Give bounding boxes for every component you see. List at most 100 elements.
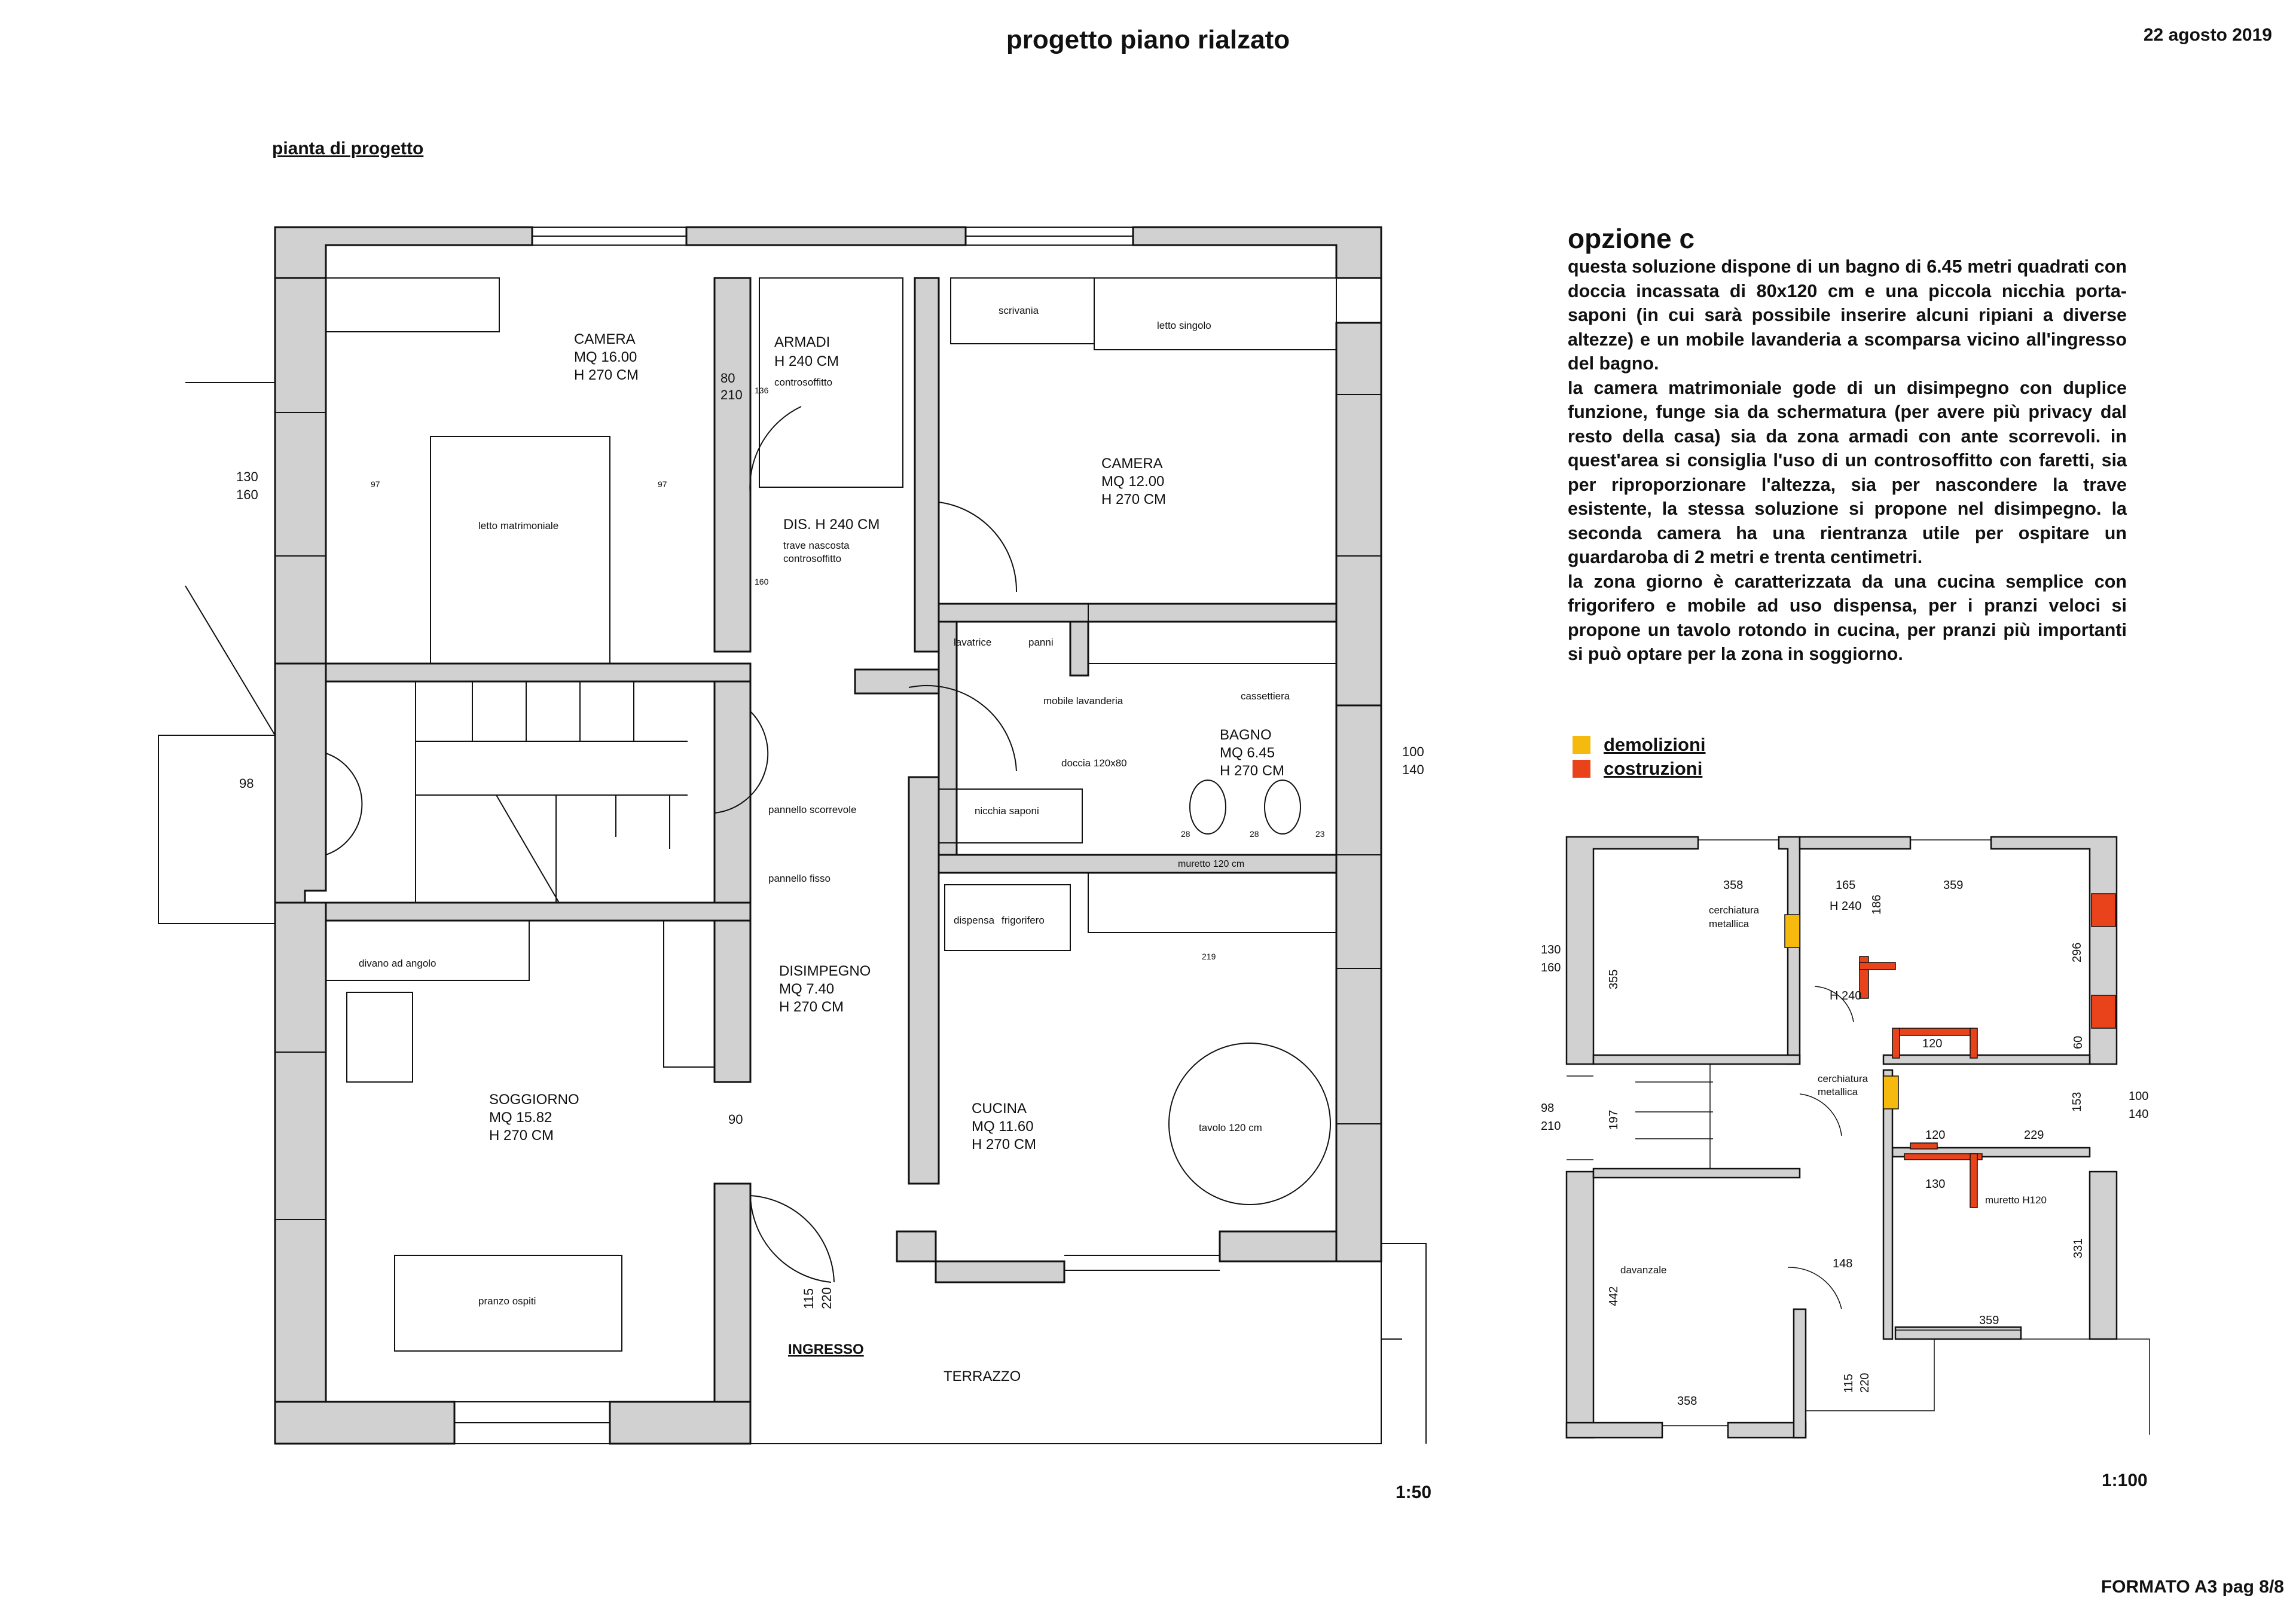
- room-label: CAMERA: [574, 331, 636, 347]
- room-label: MQ 11.60: [972, 1118, 1034, 1135]
- dimension: 359: [1979, 1314, 1999, 1327]
- room-label: H 270 CM: [489, 1127, 554, 1144]
- dimension: 165: [1836, 879, 1855, 892]
- page-title: progetto piano rialzato: [1006, 25, 1290, 54]
- option-title: opzione c: [1568, 223, 1695, 254]
- room-label: MQ 16.00: [574, 349, 637, 365]
- furniture-label: tavolo 120 cm: [1199, 1122, 1262, 1133]
- room-label: DIS. H 240 CM: [783, 516, 880, 533]
- legend-demolizioni: demolizioni: [1573, 734, 1706, 756]
- dimension: 186: [1870, 895, 1883, 915]
- option-paragraph: la camera matrimoniale gode di un disimp…: [1568, 377, 2127, 568]
- scale-small: 1:100: [2102, 1471, 2148, 1490]
- note-label: metallica: [1818, 1086, 1858, 1098]
- option-description: questa soluzione dispone di un bagno di …: [1568, 255, 2127, 667]
- dimension: 160: [1541, 961, 1561, 974]
- legend-costruzioni: costruzioni: [1573, 758, 1702, 780]
- legend-swatch: [1573, 760, 1590, 778]
- dimension: 220: [819, 1287, 834, 1309]
- dimension: 136: [755, 386, 769, 395]
- note-label: cerchiatura: [1709, 904, 1760, 916]
- furniture-label: pannello fisso: [768, 873, 831, 884]
- height-label: H 240: [1830, 900, 1861, 913]
- dimension: 359: [1943, 879, 1963, 892]
- dimension: 442: [1607, 1286, 1620, 1306]
- dimension: 160: [236, 487, 258, 502]
- footer-label: FORMATO A3 pag 8/8: [2100, 1577, 2284, 1597]
- scale-main: 1:50: [1396, 1483, 1432, 1502]
- dimension: 160: [755, 577, 769, 586]
- room-label: MQ 7.40: [779, 981, 834, 997]
- furniture-label: letto singolo: [1157, 320, 1211, 331]
- entrance-label: INGRESSO: [788, 1341, 864, 1358]
- dimension: 115: [801, 1288, 816, 1309]
- dimension: 210: [720, 387, 743, 402]
- room-label: CAMERA: [1101, 456, 1163, 472]
- room-label: MQ 6.45: [1220, 745, 1275, 761]
- dimension: 60: [2072, 1036, 2085, 1049]
- room-label: H 270 CM: [972, 1136, 1036, 1153]
- dimension: 229: [2024, 1129, 2044, 1142]
- dimension: 153: [2071, 1092, 2084, 1112]
- plan-subtitle: pianta di progetto: [272, 139, 424, 158]
- furniture-label: divano ad angolo: [359, 958, 436, 969]
- dimension: 23: [1315, 829, 1325, 839]
- dimension: 98: [239, 776, 254, 791]
- dimension: 80: [720, 371, 735, 386]
- legend-label: demolizioni: [1604, 734, 1706, 755]
- furniture-label: scrivania: [999, 305, 1039, 316]
- date-label: 22 agosto 2019: [2143, 25, 2272, 45]
- furniture-label: pannello scorrevole: [768, 804, 856, 815]
- room-label: H 240 CM: [774, 353, 839, 369]
- dimension: 220: [1858, 1373, 1871, 1393]
- note-label: davanzale: [1620, 1264, 1667, 1276]
- dimension: 210: [1541, 1120, 1561, 1133]
- dimension: 115: [1842, 1374, 1855, 1393]
- dimension: 331: [2072, 1239, 2085, 1258]
- room-label: H 270 CM: [1101, 491, 1166, 508]
- furniture-label: lavatrice: [954, 637, 991, 648]
- room-label: ARMADI: [774, 334, 830, 350]
- dimension: 90: [728, 1112, 743, 1127]
- dimension: 97: [371, 479, 380, 489]
- dimension: 97: [658, 479, 667, 489]
- room-label: CUCINA: [972, 1101, 1027, 1117]
- option-paragraph: la zona giorno è caratterizzata da una c…: [1568, 571, 2127, 665]
- dimension: 28: [1250, 829, 1259, 839]
- furniture-label: nicchia saponi: [975, 805, 1039, 817]
- room-label: H 270 CM: [574, 367, 639, 383]
- note-label: metallica: [1709, 918, 1750, 930]
- dimension: 140: [1402, 762, 1424, 777]
- legend-swatch: [1573, 736, 1590, 754]
- dimension: 28: [1181, 829, 1190, 839]
- dimension: 148: [1833, 1257, 1852, 1270]
- dimension: 358: [1723, 879, 1743, 892]
- furniture-label: mobile lavanderia: [1043, 695, 1123, 707]
- dimension: 130: [236, 469, 258, 484]
- note-label: controsoffitto: [774, 377, 832, 388]
- dimension: 98: [1541, 1102, 1554, 1115]
- legend-label: costruzioni: [1604, 758, 1703, 779]
- room-label: TERRAZZO: [944, 1368, 1021, 1384]
- room-label: BAGNO: [1220, 727, 1272, 743]
- furniture-label: dispensa: [954, 915, 995, 926]
- dimension: 130: [1541, 943, 1561, 956]
- note-label: cerchiatura: [1818, 1073, 1868, 1084]
- dimension: 120: [1925, 1129, 1945, 1142]
- dimension: 358: [1677, 1395, 1697, 1408]
- furniture-label: doccia 120x80: [1061, 757, 1127, 769]
- dimension: 100: [2129, 1090, 2148, 1103]
- furniture-label: panni: [1028, 637, 1054, 648]
- note-label: controsoffitto: [783, 553, 841, 564]
- dimension: 140: [2129, 1108, 2148, 1121]
- dimension: 219: [1202, 952, 1216, 961]
- room-label: DISIMPEGNO: [779, 963, 871, 979]
- furniture-label: cassettiera: [1241, 690, 1290, 702]
- dimension: 197: [1607, 1110, 1620, 1130]
- room-label: H 270 CM: [1220, 763, 1284, 779]
- furniture-label: letto matrimoniale: [478, 520, 558, 531]
- height-label: H 240: [1830, 989, 1861, 1002]
- dimension: 355: [1607, 970, 1620, 989]
